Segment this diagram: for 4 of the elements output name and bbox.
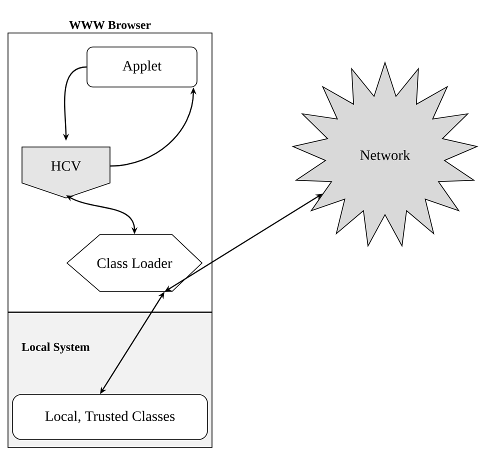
node-label: WWW Browser [69,21,151,30]
class-box: Local, Trusted Classes [12,394,208,440]
process-box: Applet [86,46,198,88]
pentagon-box: HCV [22,146,110,198]
